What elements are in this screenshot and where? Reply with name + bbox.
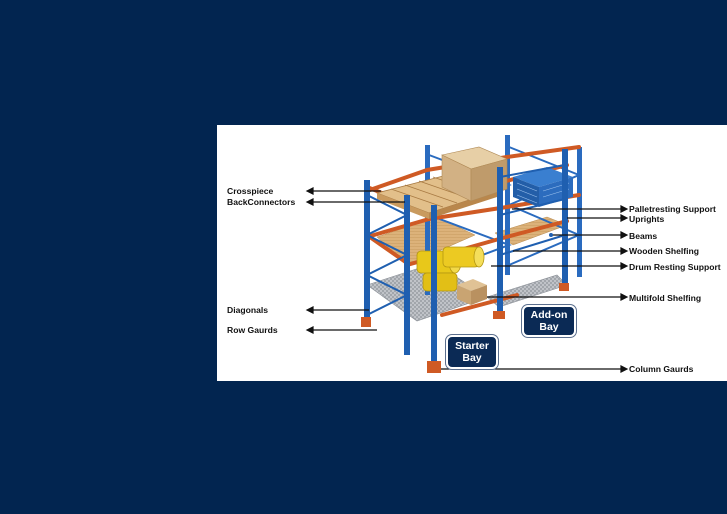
label-multifold-shelving: Multifold Shelfing <box>629 293 702 303</box>
label-beams: Beams <box>629 231 658 241</box>
front-diagonals <box>364 164 566 316</box>
label-row-guards: Row Gaurds <box>227 325 278 335</box>
label-diagonals: Diagonals <box>227 305 269 315</box>
column-guards <box>361 283 569 373</box>
label-column-guards: Column Gaurds <box>629 364 694 374</box>
beam-marker-dot <box>549 233 553 237</box>
small-box <box>457 279 487 305</box>
label-crosspiece: Crosspiece <box>227 186 274 196</box>
front-uprights <box>364 149 568 367</box>
label-wooden-shelving: Wooden Shelfing <box>629 246 700 256</box>
label-back-connectors: BackConnectors <box>227 197 296 207</box>
leader-lines <box>305 187 629 373</box>
addon-bay-line2: Bay <box>539 321 559 333</box>
starter-bay-line1: Starter <box>455 340 489 352</box>
label-drum-resting-support: Drum Resting Support <box>629 262 721 272</box>
addon-bay-line1: Add-on <box>530 309 568 321</box>
addon-bay-badge: Add-on Bay <box>522 305 576 337</box>
rack-illustration <box>305 135 629 373</box>
label-pallet-resting-support: Palletresting Support <box>629 204 716 214</box>
label-uprights: Uprights <box>629 214 665 224</box>
rack-diagram-panel: Crosspiece BackConnectors Diagonals Row … <box>217 125 727 381</box>
starter-bay-badge: Starter Bay <box>446 335 498 369</box>
starter-bay-line2: Bay <box>462 352 482 364</box>
